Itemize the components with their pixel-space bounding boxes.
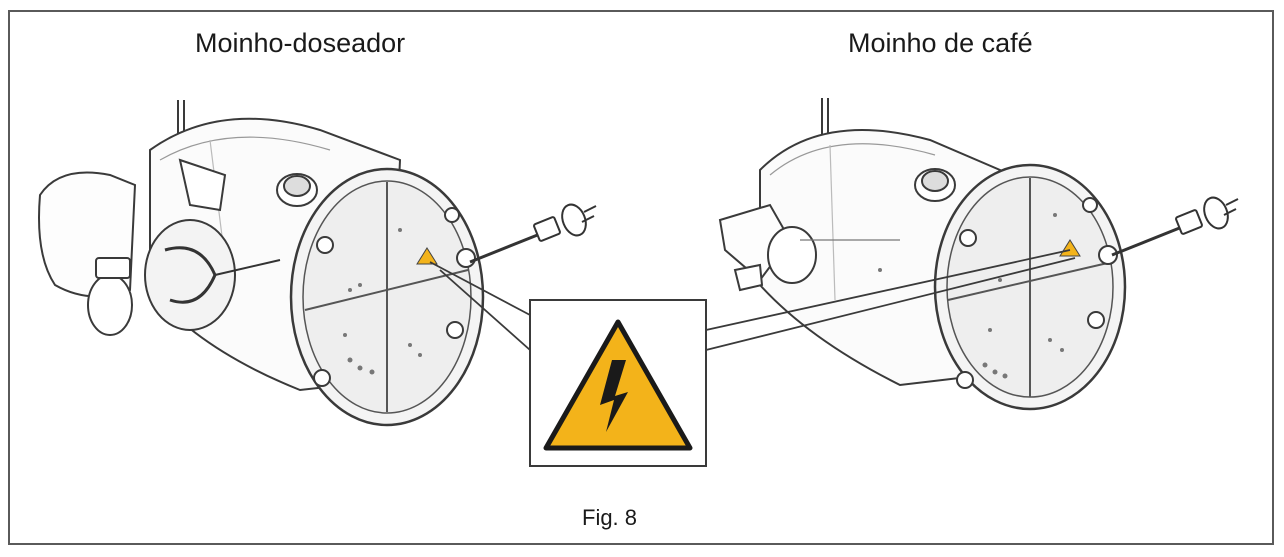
figure-caption: Fig. 8 (582, 505, 638, 530)
warning-callout (429, 249, 1076, 467)
grinder-doser-illustration (38, 100, 485, 427)
power-plug-right (1110, 192, 1240, 257)
power-plug-left (468, 199, 598, 264)
coffee-grinder-title: Moinho de café (848, 28, 1033, 58)
high-voltage-warning-icon (543, 319, 693, 451)
coffee-grinder-illustration (718, 98, 1127, 411)
grinder-doser-title: Moinho-doseador (195, 28, 406, 58)
